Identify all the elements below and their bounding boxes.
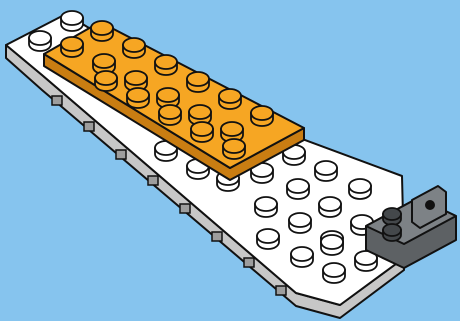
white-stud <box>257 229 279 249</box>
orange-stud <box>251 106 273 126</box>
orange-stud <box>155 55 177 75</box>
underside-tab <box>52 96 62 105</box>
orange-stud <box>159 105 181 125</box>
white-stud <box>319 197 341 217</box>
white-stud <box>61 11 83 31</box>
orange-stud <box>187 72 209 92</box>
clip-hole <box>425 200 435 210</box>
orange-stud <box>219 89 241 109</box>
orange-stud <box>95 71 117 91</box>
underside-tab <box>148 176 158 185</box>
white-stud <box>287 179 309 199</box>
dark-stud <box>383 208 401 225</box>
white-stud <box>29 31 51 51</box>
orange-stud <box>223 139 245 159</box>
white-stud <box>291 247 313 267</box>
white-stud <box>289 213 311 233</box>
orange-stud <box>191 122 213 142</box>
orange-stud <box>91 21 113 41</box>
dark-stud <box>383 224 401 241</box>
white-stud <box>349 179 371 199</box>
underside-tab <box>276 286 286 295</box>
white-stud <box>321 235 343 255</box>
white-stud <box>255 197 277 217</box>
underside-tab <box>180 204 190 213</box>
underside-tab <box>244 258 254 267</box>
white-stud <box>323 263 345 283</box>
underside-tab <box>116 150 126 159</box>
underside-tab <box>84 122 94 131</box>
white-stud <box>315 161 337 181</box>
orange-stud <box>123 38 145 58</box>
orange-stud <box>61 37 83 57</box>
orange-stud <box>127 88 149 108</box>
underside-tab <box>212 232 222 241</box>
